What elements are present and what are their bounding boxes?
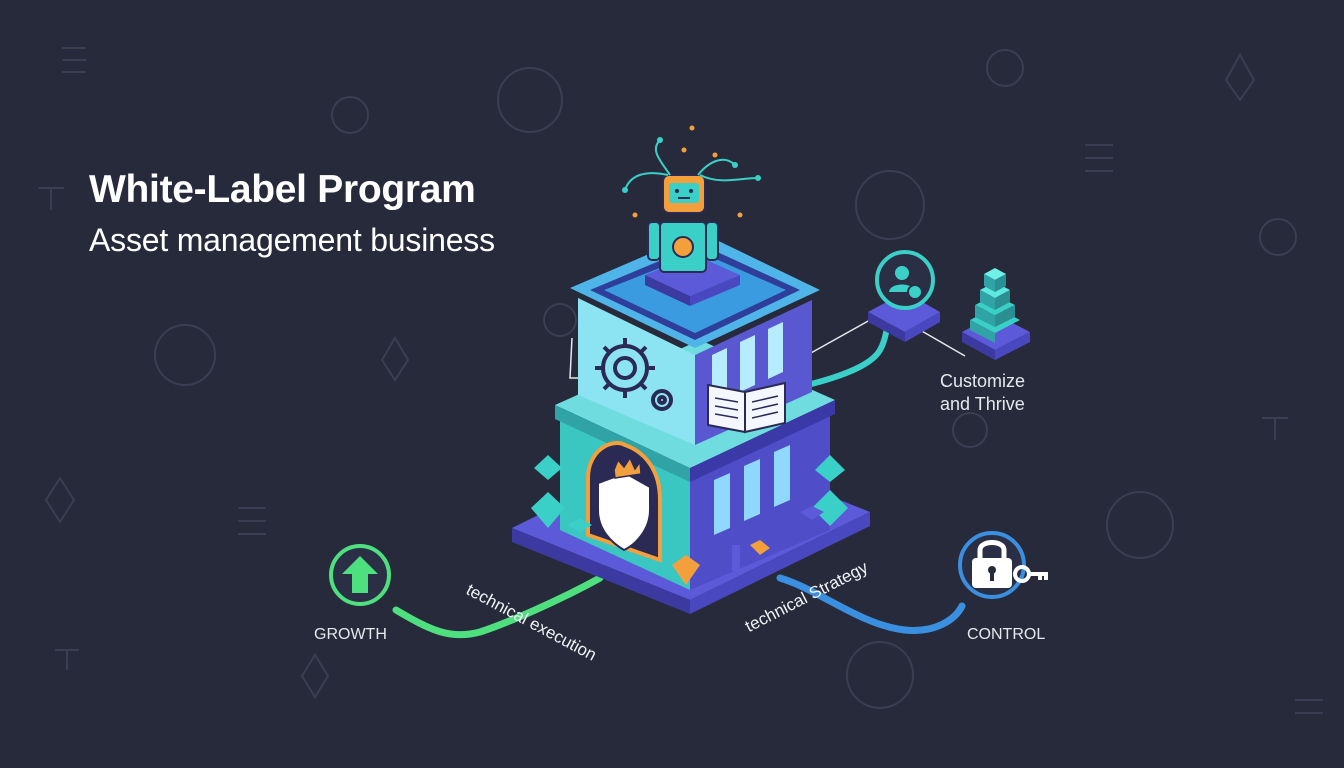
growth-node bbox=[329, 544, 391, 606]
bg-stripes-icon bbox=[62, 47, 86, 73]
customize-label: Customize and Thrive bbox=[940, 370, 1025, 416]
bg-coin-icon bbox=[1259, 218, 1297, 256]
bg-diamond-icon bbox=[1224, 52, 1256, 102]
customize-label-line1: Customize bbox=[940, 371, 1026, 391]
bg-coin-icon bbox=[543, 303, 577, 337]
customize-label-line2: and Thrive bbox=[940, 394, 1025, 414]
bg-diamond-icon bbox=[300, 653, 330, 699]
user-head-icon bbox=[895, 266, 909, 280]
crown-icon bbox=[613, 456, 642, 479]
page-subtitle: Asset management business bbox=[89, 222, 495, 258]
bg-coin-icon bbox=[952, 412, 988, 448]
bg-stripes-icon bbox=[238, 507, 266, 535]
customize-node bbox=[868, 250, 940, 342]
bg-stripes-icon bbox=[1085, 144, 1113, 172]
page-title: White-Label Program bbox=[89, 168, 476, 211]
tiered-blocks-icon bbox=[962, 268, 1030, 360]
bg-coin-icon bbox=[497, 67, 563, 133]
bg-diamond-icon bbox=[380, 336, 410, 382]
arrow-up-icon bbox=[342, 556, 378, 593]
user-coin-icon bbox=[875, 250, 935, 310]
coin-icon bbox=[907, 284, 923, 300]
control-label: CONTROL bbox=[967, 626, 1046, 643]
gears-icon bbox=[595, 338, 673, 411]
control-path bbox=[776, 574, 966, 634]
growth-path bbox=[392, 574, 604, 639]
bg-diamond-icon bbox=[44, 476, 76, 524]
bg-stripes-icon bbox=[1295, 699, 1323, 714]
growth-label: GROWTH bbox=[314, 626, 387, 643]
connector-line bbox=[919, 329, 966, 357]
bg-coin-icon bbox=[331, 96, 369, 134]
open-book-icon bbox=[707, 381, 786, 434]
bg-tether-icon bbox=[38, 187, 64, 210]
bg-tether-icon bbox=[1262, 417, 1288, 440]
background-decorations bbox=[38, 47, 1323, 714]
arch-entrance bbox=[586, 441, 662, 563]
bg-coin-icon bbox=[855, 170, 925, 240]
bg-tether-icon bbox=[55, 649, 79, 670]
robot-icon bbox=[622, 125, 761, 306]
bg-coin-icon bbox=[986, 49, 1024, 87]
shield-icon bbox=[597, 471, 651, 552]
crystal-decorations bbox=[531, 455, 848, 585]
bg-coin-icon bbox=[154, 324, 216, 386]
bg-coin-icon bbox=[1106, 491, 1174, 559]
bg-coin-icon bbox=[846, 641, 914, 709]
control-node bbox=[958, 531, 1048, 599]
